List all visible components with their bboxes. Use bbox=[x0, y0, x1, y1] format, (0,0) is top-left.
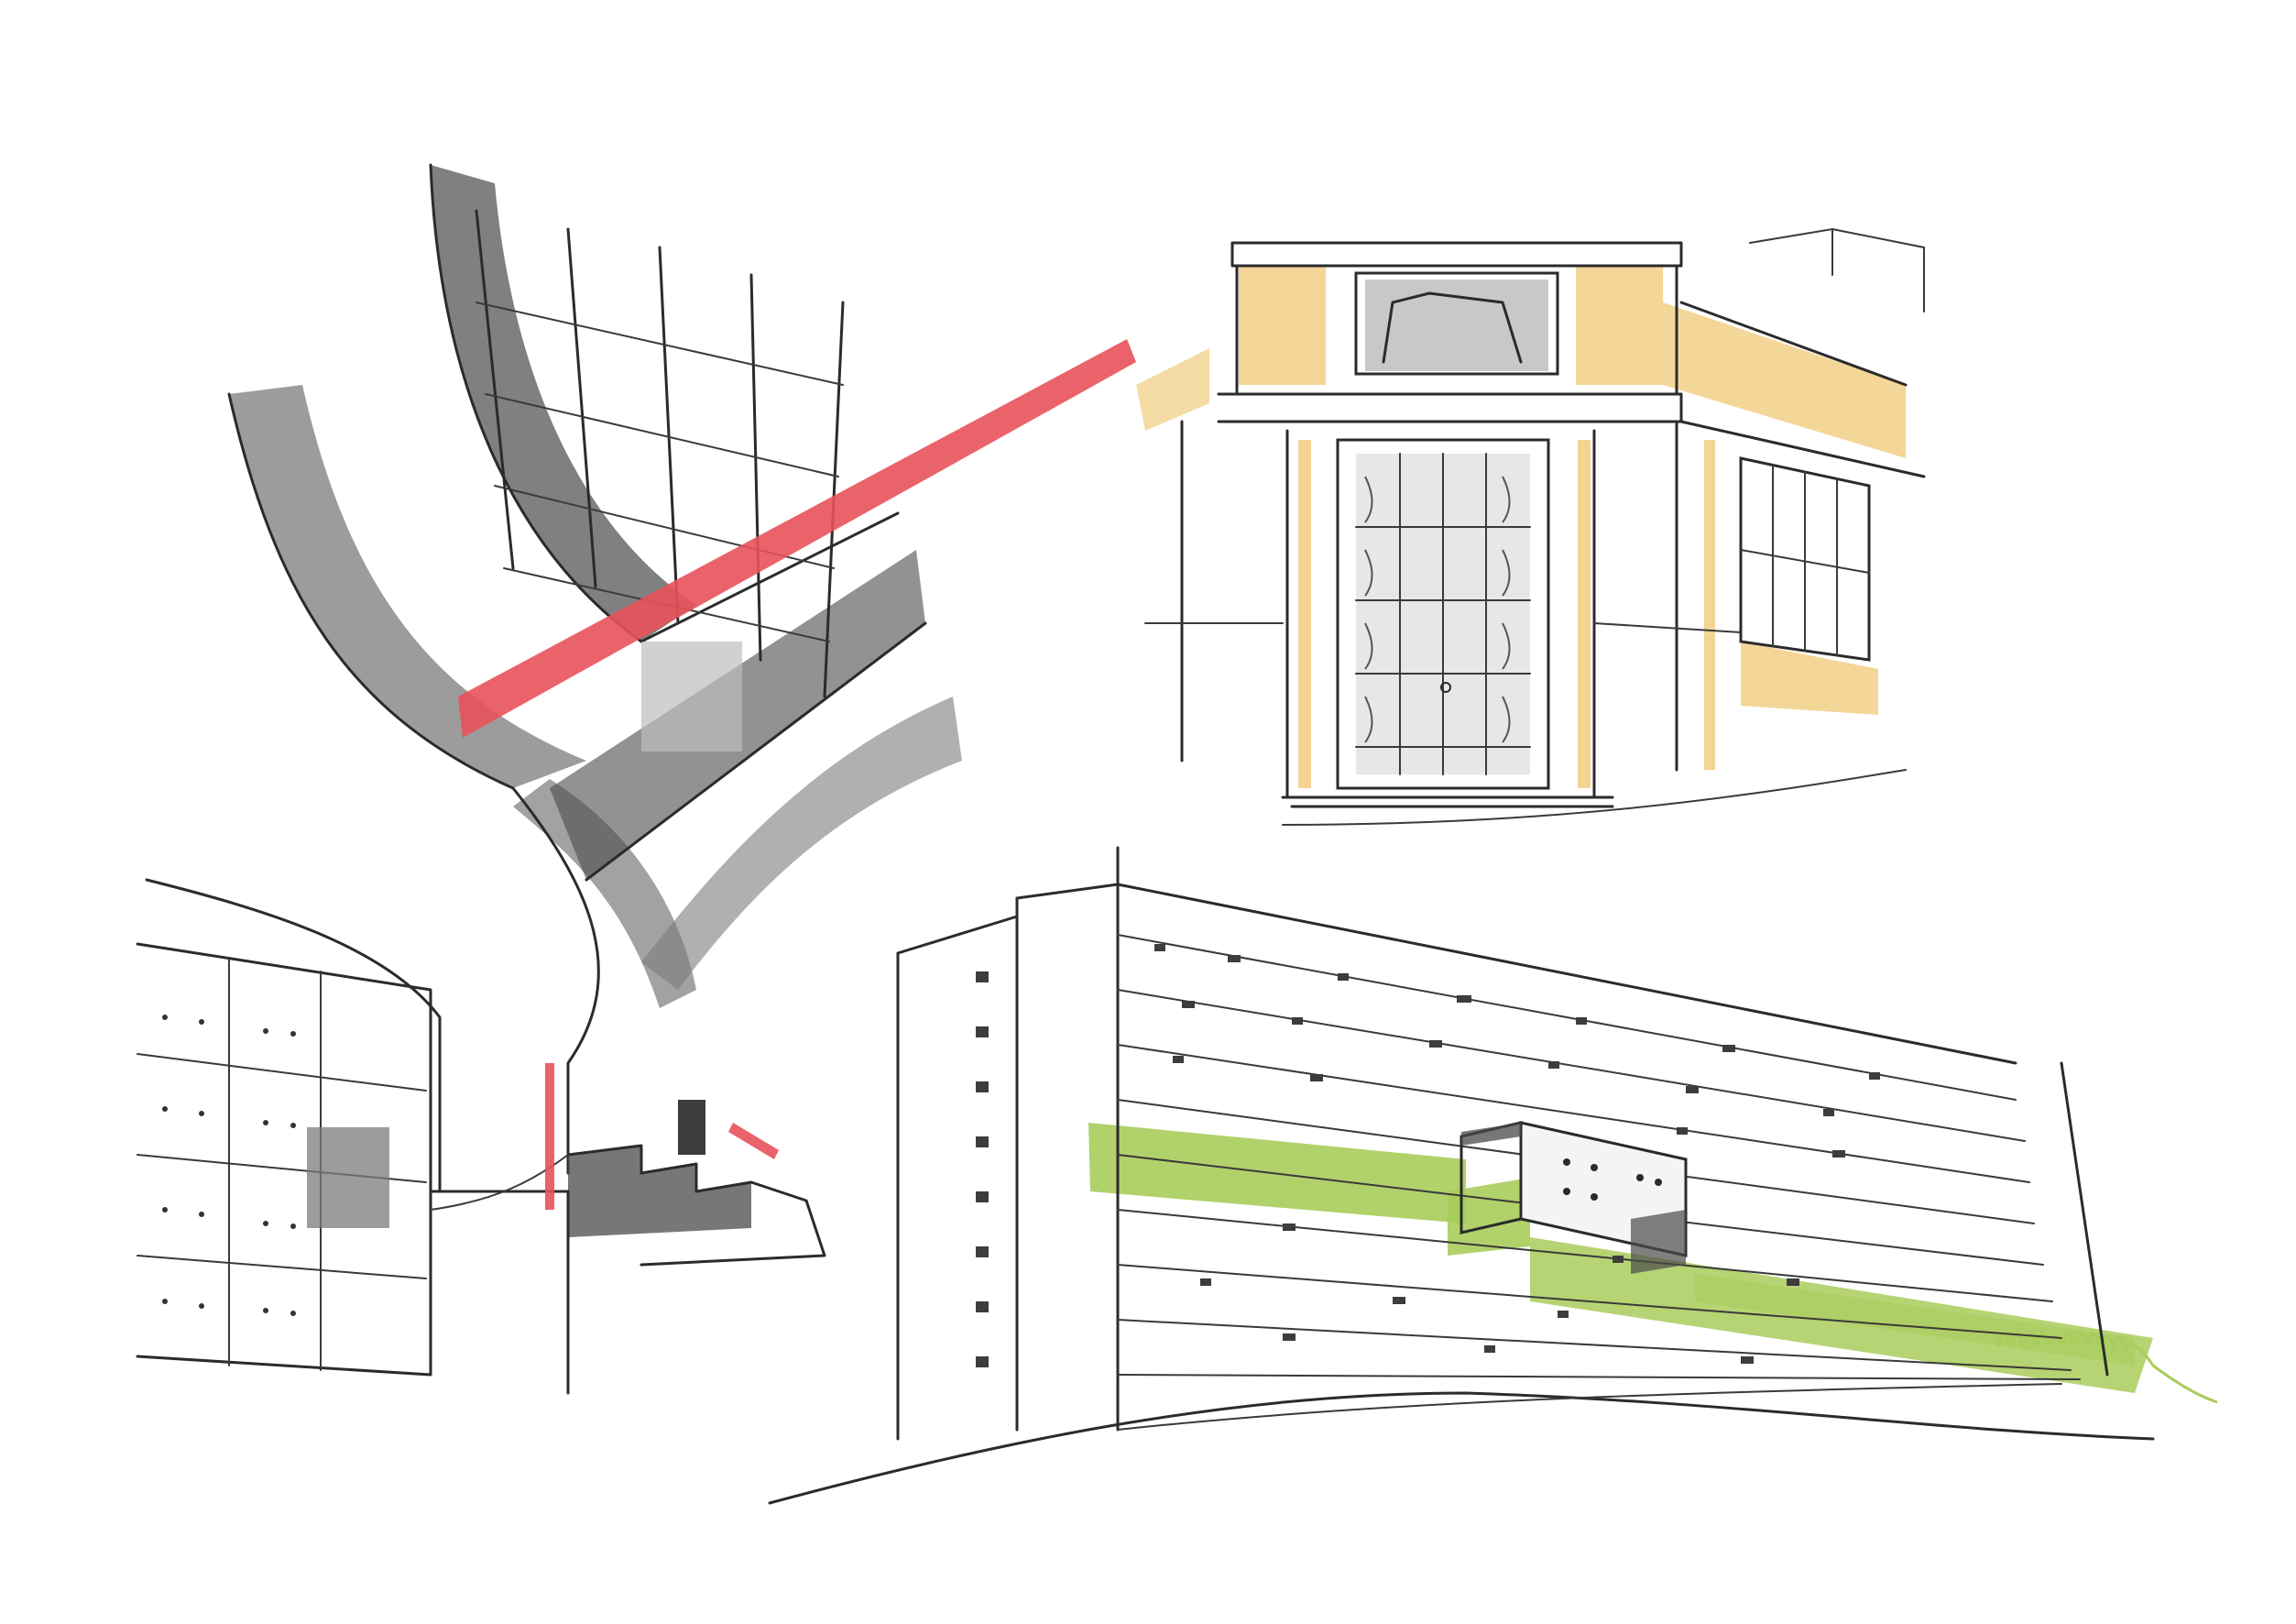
palazzo-portal-sketch bbox=[1136, 227, 1926, 826]
atrium-left-wall bbox=[136, 942, 432, 1377]
slab-windows bbox=[1154, 944, 1880, 1364]
atrium-red-dash bbox=[728, 1123, 779, 1159]
slab-green-scribble bbox=[1995, 1332, 2218, 1404]
atrium-staircase bbox=[429, 1100, 826, 1395]
atrium-red-stroke bbox=[458, 339, 1136, 738]
slab-tower-windows bbox=[976, 971, 989, 1367]
slab-block-sketch bbox=[768, 846, 2218, 1505]
atrium-sketch bbox=[136, 163, 1136, 1395]
slab-protruding-box bbox=[1460, 1121, 1688, 1274]
ornate-door bbox=[1336, 438, 1550, 790]
slab-storeys bbox=[1117, 934, 2081, 1380]
side-window bbox=[1739, 456, 1871, 662]
atrium-red-column bbox=[545, 1063, 554, 1210]
